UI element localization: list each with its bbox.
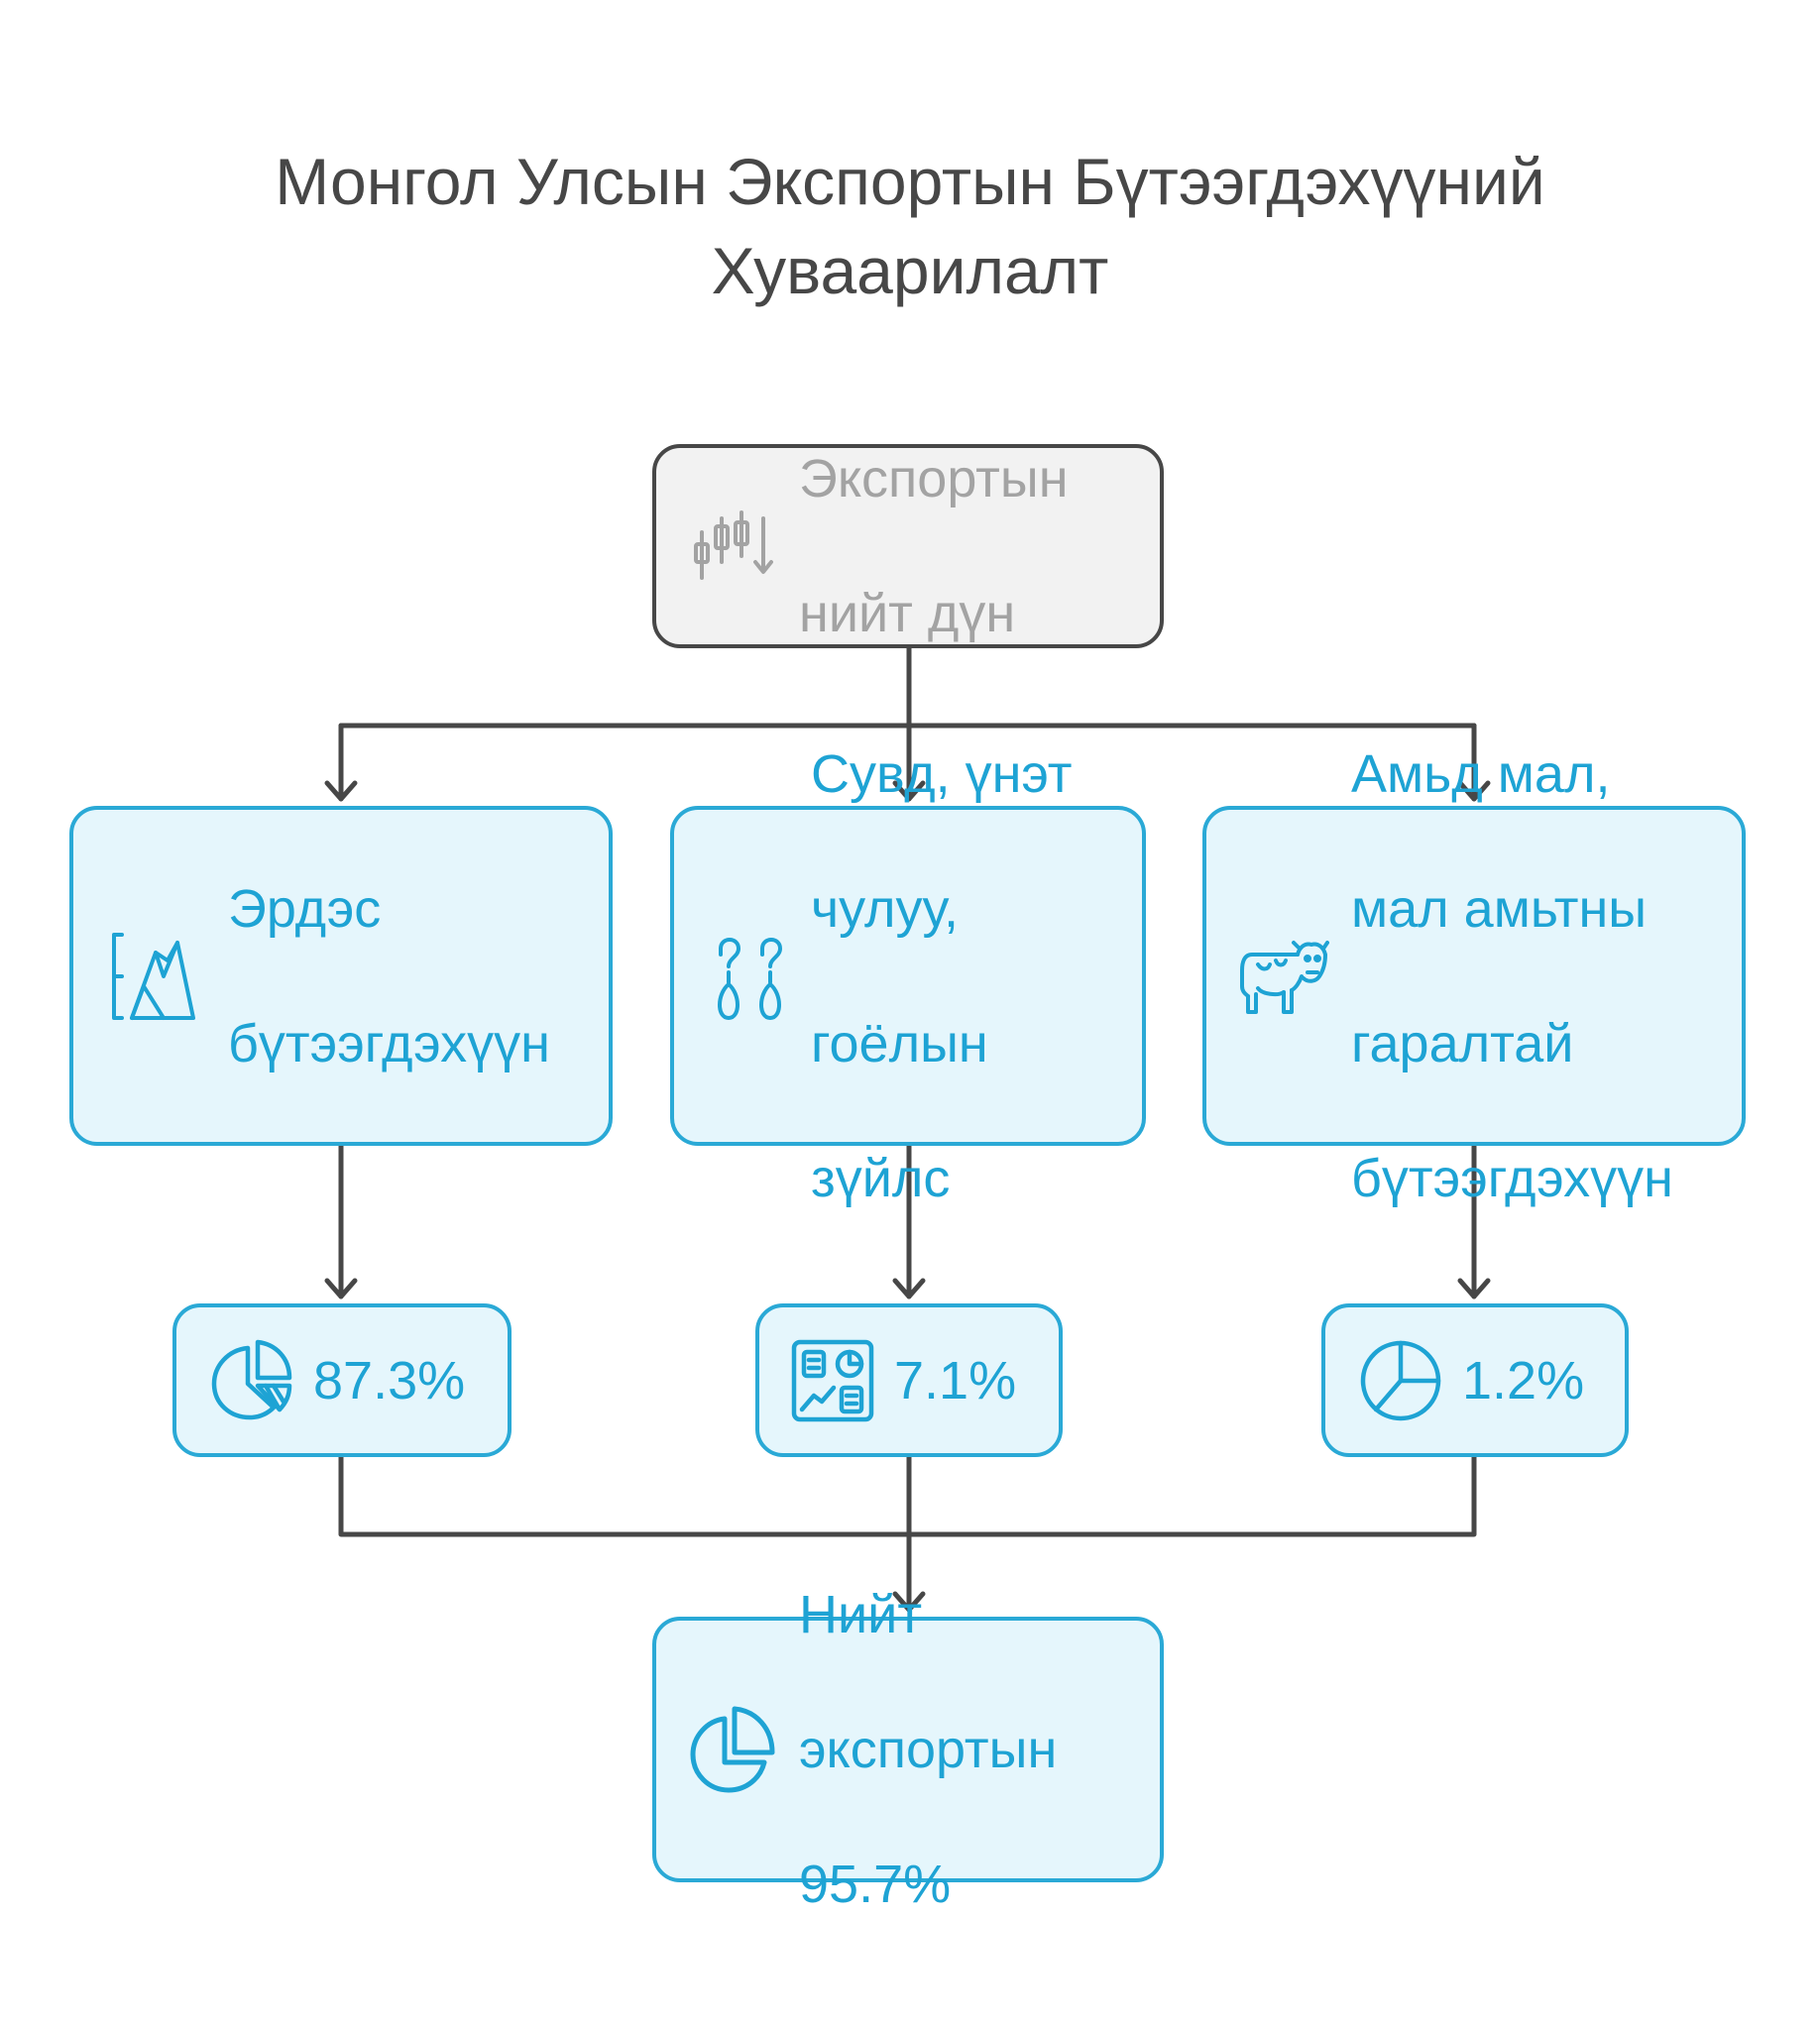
title-line-1: Монгол Улсын Экспортын Бүтээгдэхүүний xyxy=(275,145,1545,218)
arrowhead-minerals xyxy=(324,780,358,802)
arrowhead-livestock-share xyxy=(1457,1278,1491,1299)
share-minerals: 87.3% xyxy=(172,1303,512,1457)
node-mineral-products: Эрдэс бүтээгдэхүүн xyxy=(69,806,613,1146)
node-export-total-label: Экспортын нийт дүн xyxy=(799,449,1069,643)
pie-chart-small-slice-icon xyxy=(1357,1338,1444,1423)
node-export-total-value: Экспортын нийт дүн xyxy=(652,444,1164,648)
mountain-icon xyxy=(103,929,202,1024)
pie-chart-icon xyxy=(206,1338,295,1423)
share-jewelry: 7.1% xyxy=(755,1303,1063,1457)
node-total-export-share-label: Нийт экспортын 95.7% xyxy=(799,1585,1058,1914)
arrowhead-minerals-share xyxy=(324,1278,358,1299)
share-minerals-value: 87.3% xyxy=(313,1350,466,1410)
earrings-icon xyxy=(710,929,791,1024)
share-livestock-value: 1.2% xyxy=(1462,1350,1585,1410)
node-total-export-share: Нийт экспортын 95.7% xyxy=(652,1585,1164,1914)
share-jewelry-value: 7.1% xyxy=(894,1350,1017,1410)
cow-icon xyxy=(1236,937,1331,1016)
arrowhead-total xyxy=(892,1591,926,1613)
title-line-2: Хуваарилалт xyxy=(711,234,1109,307)
dashboard-icon xyxy=(789,1338,876,1423)
share-livestock: 1.2% xyxy=(1321,1303,1629,1457)
node-mineral-products-label: Эрдэс бүтээгдэхүүн xyxy=(228,878,550,1073)
pie-chart-icon xyxy=(686,1705,777,1794)
diagram-title: Монгол Улсын Экспортын Бүтээгдэхүүний Ху… xyxy=(0,137,1820,315)
candlestick-chart-icon xyxy=(686,505,777,588)
node-livestock-products: Амьд мал, мал амьтны гаралтай бүтээгдэхү… xyxy=(1202,744,1746,1208)
arrowhead-jewelry xyxy=(892,780,926,802)
arrowhead-jewelry-share xyxy=(892,1278,926,1299)
node-pearls-gems-jewelry: Сувд, үнэт чулуу, гоёлын зүйлс xyxy=(670,744,1146,1208)
node-pearls-gems-jewelry-label: Сувд, үнэт чулуу, гоёлын зүйлс xyxy=(811,743,1073,1208)
node-livestock-products-label: Амьд мал, мал амьтны гаралтай бүтээгдэхү… xyxy=(1351,743,1673,1208)
arrowhead-livestock xyxy=(1457,780,1491,802)
